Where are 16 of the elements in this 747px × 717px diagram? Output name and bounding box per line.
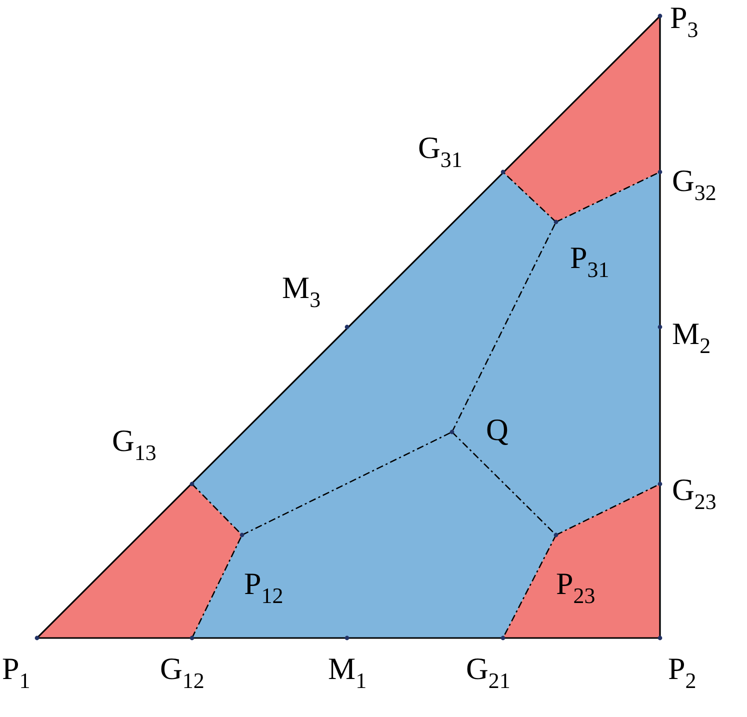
- point-label: P$_{23}$: [556, 568, 596, 607]
- point-label: P$_{3}$: [670, 2, 698, 41]
- point-label: G$_{13}$: [112, 425, 156, 464]
- point-label: G$_{23}$: [672, 474, 716, 513]
- point-label: G$_{31}$: [418, 132, 462, 171]
- point-label: P$_{31}$: [570, 242, 610, 281]
- point-label: P$_{12}$: [244, 568, 284, 607]
- point-label: G$_{21}$: [466, 653, 510, 692]
- point-label: P$_{1}$: [2, 653, 30, 692]
- point-label: G$_{12}$: [160, 653, 204, 692]
- point-label: G$_{32}$: [672, 165, 716, 204]
- point-label: M$_{1}$: [328, 653, 367, 692]
- point-label: P$_{2}$: [668, 653, 696, 692]
- point-label: M$_{3}$: [282, 272, 321, 311]
- point-label: Q: [486, 414, 508, 445]
- point-label: M$_{2}$: [672, 318, 711, 357]
